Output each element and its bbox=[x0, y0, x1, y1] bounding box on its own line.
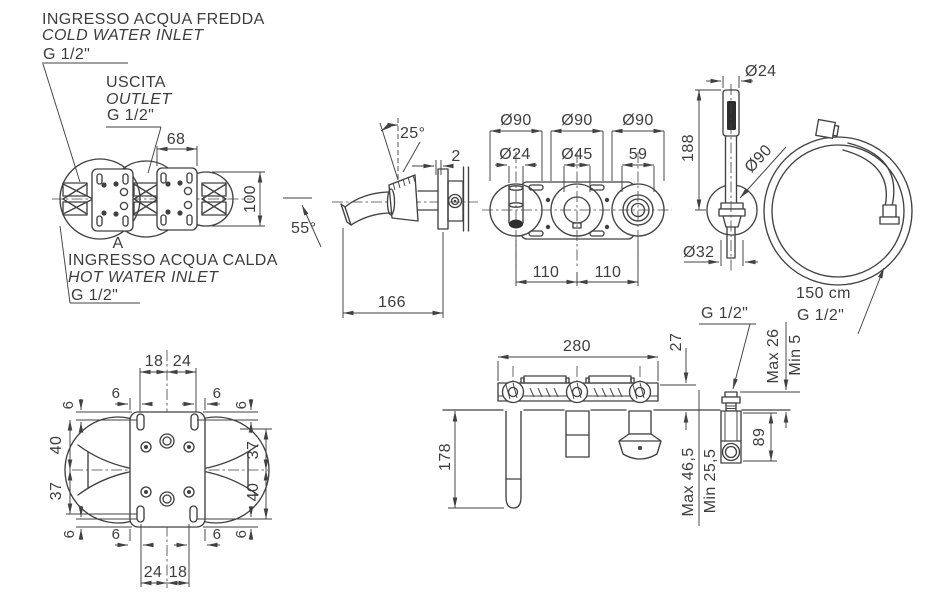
dim-handle-45: Ø45 bbox=[561, 146, 592, 163]
spout-wall-plate bbox=[437, 168, 449, 230]
dim-right-37: 37 bbox=[245, 441, 262, 460]
wall-outlet-thread-label: G 1/2" bbox=[701, 305, 748, 322]
dim-spacing-110-2: 110 bbox=[595, 264, 622, 281]
dim-angle-25: 25° bbox=[400, 125, 425, 142]
hot-water-inlet-thread: G 1/2" bbox=[71, 287, 118, 304]
dim-diverter-59: 59 bbox=[629, 146, 648, 163]
dim-min-25-5: Min 25,5 bbox=[702, 449, 719, 514]
dim-min-5: Min 5 bbox=[787, 334, 804, 375]
dim-178: 178 bbox=[437, 443, 454, 471]
dim-max-26: Max 26 bbox=[765, 329, 782, 384]
dim-100: 100 bbox=[242, 185, 259, 213]
dim-spacing-110-1: 110 bbox=[533, 264, 560, 281]
dim-edge-6-bl: 6 bbox=[61, 530, 78, 539]
dim-slot-offset-6-bl: 6 bbox=[112, 526, 121, 543]
dim-holder-90: Ø90 bbox=[742, 142, 776, 177]
hose-thread-label: G 1/2" bbox=[797, 307, 844, 324]
spout-rosette bbox=[388, 174, 419, 222]
dim-holder-32: Ø32 bbox=[683, 244, 714, 261]
dim-handshower-24: Ø24 bbox=[745, 63, 776, 80]
mounting-plate-right bbox=[156, 167, 198, 231]
dim-280: 280 bbox=[563, 338, 591, 355]
hose-length-label: 150 cm bbox=[796, 285, 851, 302]
dim-max-46-5: Max 46,5 bbox=[680, 447, 697, 516]
dim-27: 27 bbox=[668, 333, 685, 352]
dim-escutcheon-90-2: Ø90 bbox=[561, 112, 592, 129]
dim-top-18: 18 bbox=[145, 353, 164, 370]
outlet-label-it: USCITA bbox=[106, 74, 166, 91]
dim-slot-offset-6-tr: 6 bbox=[213, 385, 222, 402]
valve-symbol-right bbox=[201, 182, 227, 216]
dim-68: 68 bbox=[167, 131, 186, 148]
dim-angle-55: 55° bbox=[291, 220, 316, 237]
hot-water-inlet-label-it: INGRESSO ACQUA CALDA bbox=[68, 252, 278, 269]
rear-mounting-plate bbox=[129, 411, 206, 528]
view-inwall-body-front: 68 100 INGRESSO ACQUA FREDDA COLD WATER … bbox=[42, 11, 278, 304]
plan-valves bbox=[501, 380, 652, 404]
view-plan-installed: 280 27 178 Max 46,5 Min 25,5 bbox=[437, 333, 791, 526]
plan-spout bbox=[505, 411, 522, 509]
plan-handle bbox=[565, 410, 590, 458]
wall-outlet-body bbox=[720, 410, 742, 464]
dim-2: 2 bbox=[451, 148, 460, 165]
dim-bottom-24: 24 bbox=[144, 564, 163, 581]
view-trim-front: Ø90 Ø90 Ø90 Ø24 Ø45 59 110 110 bbox=[482, 112, 672, 286]
view-mounting-rear: 18 24 6 6 6 6 40 37 37 40 6 6 bbox=[48, 350, 272, 588]
dim-slot-offset-6-tl: 6 bbox=[112, 385, 121, 402]
mounting-plate-left bbox=[91, 168, 134, 232]
hot-water-inlet-label-en: HOT WATER INLET bbox=[68, 269, 219, 286]
dim-bottom-18: 18 bbox=[169, 564, 188, 581]
dim-left-40: 40 bbox=[48, 436, 65, 455]
view-wall-outlet: G 1/2" Max 26 Min 5 89 bbox=[699, 305, 804, 464]
spout-tip bbox=[340, 203, 352, 226]
section-marker-a: A bbox=[112, 235, 123, 252]
wall-outlet-nipple bbox=[725, 402, 737, 412]
handshower-spray-face bbox=[727, 101, 736, 130]
outlet-thread: G 1/2" bbox=[107, 107, 154, 124]
dim-188: 188 bbox=[680, 134, 697, 162]
view-handshower: Ø24 188 Ø90 Ø32 bbox=[680, 63, 787, 272]
dim-right-40: 40 bbox=[245, 483, 262, 502]
outlet-label-en: OUTLET bbox=[106, 91, 172, 108]
dim-edge-6-br: 6 bbox=[233, 530, 250, 539]
cold-water-inlet-thread: G 1/2" bbox=[43, 46, 90, 63]
dim-left-37: 37 bbox=[48, 482, 65, 501]
dim-slot-offset-6-br: 6 bbox=[213, 526, 222, 543]
dim-spout-24: Ø24 bbox=[499, 146, 530, 163]
dim-89: 89 bbox=[751, 428, 768, 447]
handshower-holder-clamp bbox=[722, 215, 742, 228]
cold-water-inlet-label-it: INGRESSO ACQUA FREDDA bbox=[42, 11, 265, 28]
view-spout-side: 25° 2 55° 166 bbox=[283, 118, 478, 318]
dim-escutcheon-90-1: Ø90 bbox=[500, 112, 531, 129]
dim-166: 166 bbox=[378, 294, 406, 311]
hose-fitting-top bbox=[815, 118, 836, 139]
plan-knob bbox=[628, 410, 652, 435]
dim-edge-6-tl: 6 bbox=[60, 401, 77, 410]
view-hose-coil: 150 cm G 1/2" bbox=[763, 118, 913, 335]
hose-fitting-end bbox=[882, 204, 897, 218]
dim-escutcheon-90-3: Ø90 bbox=[622, 112, 653, 129]
cold-water-inlet-label-en: COLD WATER INLET bbox=[42, 27, 204, 44]
dim-top-24: 24 bbox=[173, 353, 192, 370]
dim-edge-6-tr: 6 bbox=[233, 401, 250, 410]
